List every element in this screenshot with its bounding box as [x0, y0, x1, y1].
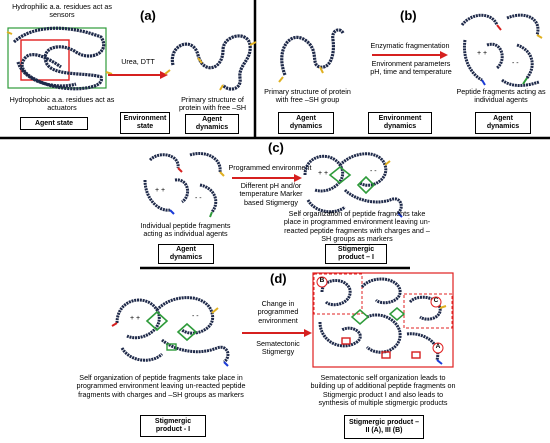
- stigmergic-product-box-c: Stigmergic product – I: [325, 244, 387, 264]
- svg-text:- -: - -: [370, 168, 377, 175]
- panel-c-label: (c): [268, 140, 284, 155]
- protein-folded-structure: [6, 26, 113, 91]
- sematectonic-stigmergy-label: Sematectonic Stigmergy: [256, 339, 300, 357]
- environment-state-box: Environment state: [120, 112, 170, 134]
- urea-dtt-label: Urea, DTT: [121, 57, 155, 66]
- stigmergic-product-box-d-right: Stigmergic product – II (A), III (B): [344, 415, 424, 439]
- svg-text:+ +: + +: [318, 170, 328, 177]
- marker-c-label: C: [433, 297, 439, 304]
- stigmergic-product-box-d-left: Stigmergic product - I: [140, 415, 206, 437]
- arrow-d: [242, 329, 312, 337]
- svg-text:- -: - -: [192, 313, 199, 320]
- agent-state-box: Agent state: [20, 117, 88, 130]
- svg-text:+ +: + +: [477, 50, 487, 57]
- agent-dynamics-box-a: Agent dynamics: [185, 114, 239, 134]
- protein-unfolded-chain: [164, 34, 257, 91]
- marker-b-label: B: [319, 277, 325, 284]
- fragments-note-b: Peptide fragments acting as individual a…: [456, 87, 546, 105]
- fragments-note-c: Individual peptide fragments acting as i…: [140, 221, 231, 239]
- stigmergic-product-ii-iii: [312, 272, 454, 368]
- arrow-a: [108, 71, 168, 79]
- protein-chain-b: [278, 28, 345, 83]
- svg-text:- -: - -: [512, 60, 519, 67]
- arrow-c: [232, 174, 302, 182]
- panel-d-label: (d): [270, 271, 287, 286]
- ph-temperature-label: Different pH and/or temperature Marker b…: [239, 181, 303, 207]
- svg-text:+ +: + +: [155, 187, 165, 194]
- svg-text:+ +: + +: [130, 315, 140, 322]
- change-programmed-environment-label: Change in programmed environment: [257, 299, 299, 325]
- individual-fragments-c: + + - -: [143, 152, 225, 218]
- hydrophobic-note: Hydrophobic a.a. residues act as actuato…: [9, 95, 115, 113]
- svg-text:- -: - -: [195, 195, 202, 202]
- panel-b-label: (b): [400, 8, 417, 23]
- arrow-b: [372, 51, 448, 59]
- agent-dynamics-box-c: Agent dynamics: [158, 244, 214, 264]
- agent-dynamics-box-b-right: Agent dynamics: [475, 112, 531, 134]
- stigmergic-product-i-c: + + - -: [303, 152, 403, 218]
- hydrophilic-note: Hydrophilic a.a. residues act as sensors: [12, 2, 112, 20]
- marker-a-label: A: [435, 343, 441, 350]
- left-note-d: Self organization of peptide fragments t…: [76, 373, 246, 399]
- panel-a-label: (a): [140, 8, 156, 23]
- self-org-note-c: Self organization of peptide fragments t…: [283, 209, 431, 244]
- stigmergic-product-i-d: + + - -: [111, 296, 230, 367]
- right-note-d: Sematectonic self organization leads to …: [310, 373, 456, 408]
- environment-dynamics-box: Environment dynamics: [368, 112, 432, 134]
- agent-dynamics-box-b-left: Agent dynamics: [278, 112, 334, 134]
- programmed-environment-label: Programmed environment: [228, 163, 312, 172]
- environment-parameters-label: Environment parameters pH, time and temp…: [370, 59, 452, 77]
- primary-structure-note-b: Primary structure of protein with free –…: [264, 87, 351, 105]
- peptide-fragments-b: + + - -: [460, 13, 543, 87]
- enzymatic-fragmentation-label: Enzymatic fragmentation: [370, 41, 450, 50]
